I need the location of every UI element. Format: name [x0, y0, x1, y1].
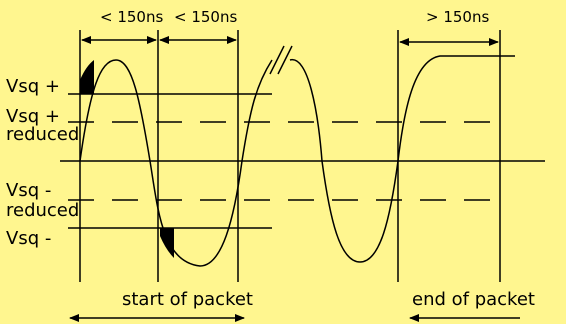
- level-label-vsq-plus-reduced-2: reduced: [6, 124, 79, 145]
- level-label-vsq-plus-reduced-1: Vsq +: [6, 106, 60, 127]
- level-label-vsq-plus: Vsq +: [6, 76, 60, 97]
- label-start-of-packet: start of packet: [122, 289, 253, 310]
- timing-label-t2: < 150ns: [174, 8, 237, 26]
- waveform: [79, 59, 273, 267]
- level-label-vsq-minus-reduced-1: Vsq -: [6, 180, 51, 201]
- waveform-2: [289, 55, 515, 263]
- timing-label-t1: < 150ns: [100, 8, 163, 26]
- shaded-region-bottom: [160, 228, 174, 258]
- shaded-region-top: [80, 60, 94, 94]
- level-label-vsq-minus: Vsq -: [6, 228, 51, 249]
- timing-label-t3: > 150ns: [426, 8, 489, 26]
- level-label-vsq-minus-reduced-2: reduced: [6, 200, 79, 221]
- top-arrows: [81, 36, 499, 46]
- label-end-of-packet: end of packet: [412, 289, 535, 310]
- break-mark: [269, 45, 293, 75]
